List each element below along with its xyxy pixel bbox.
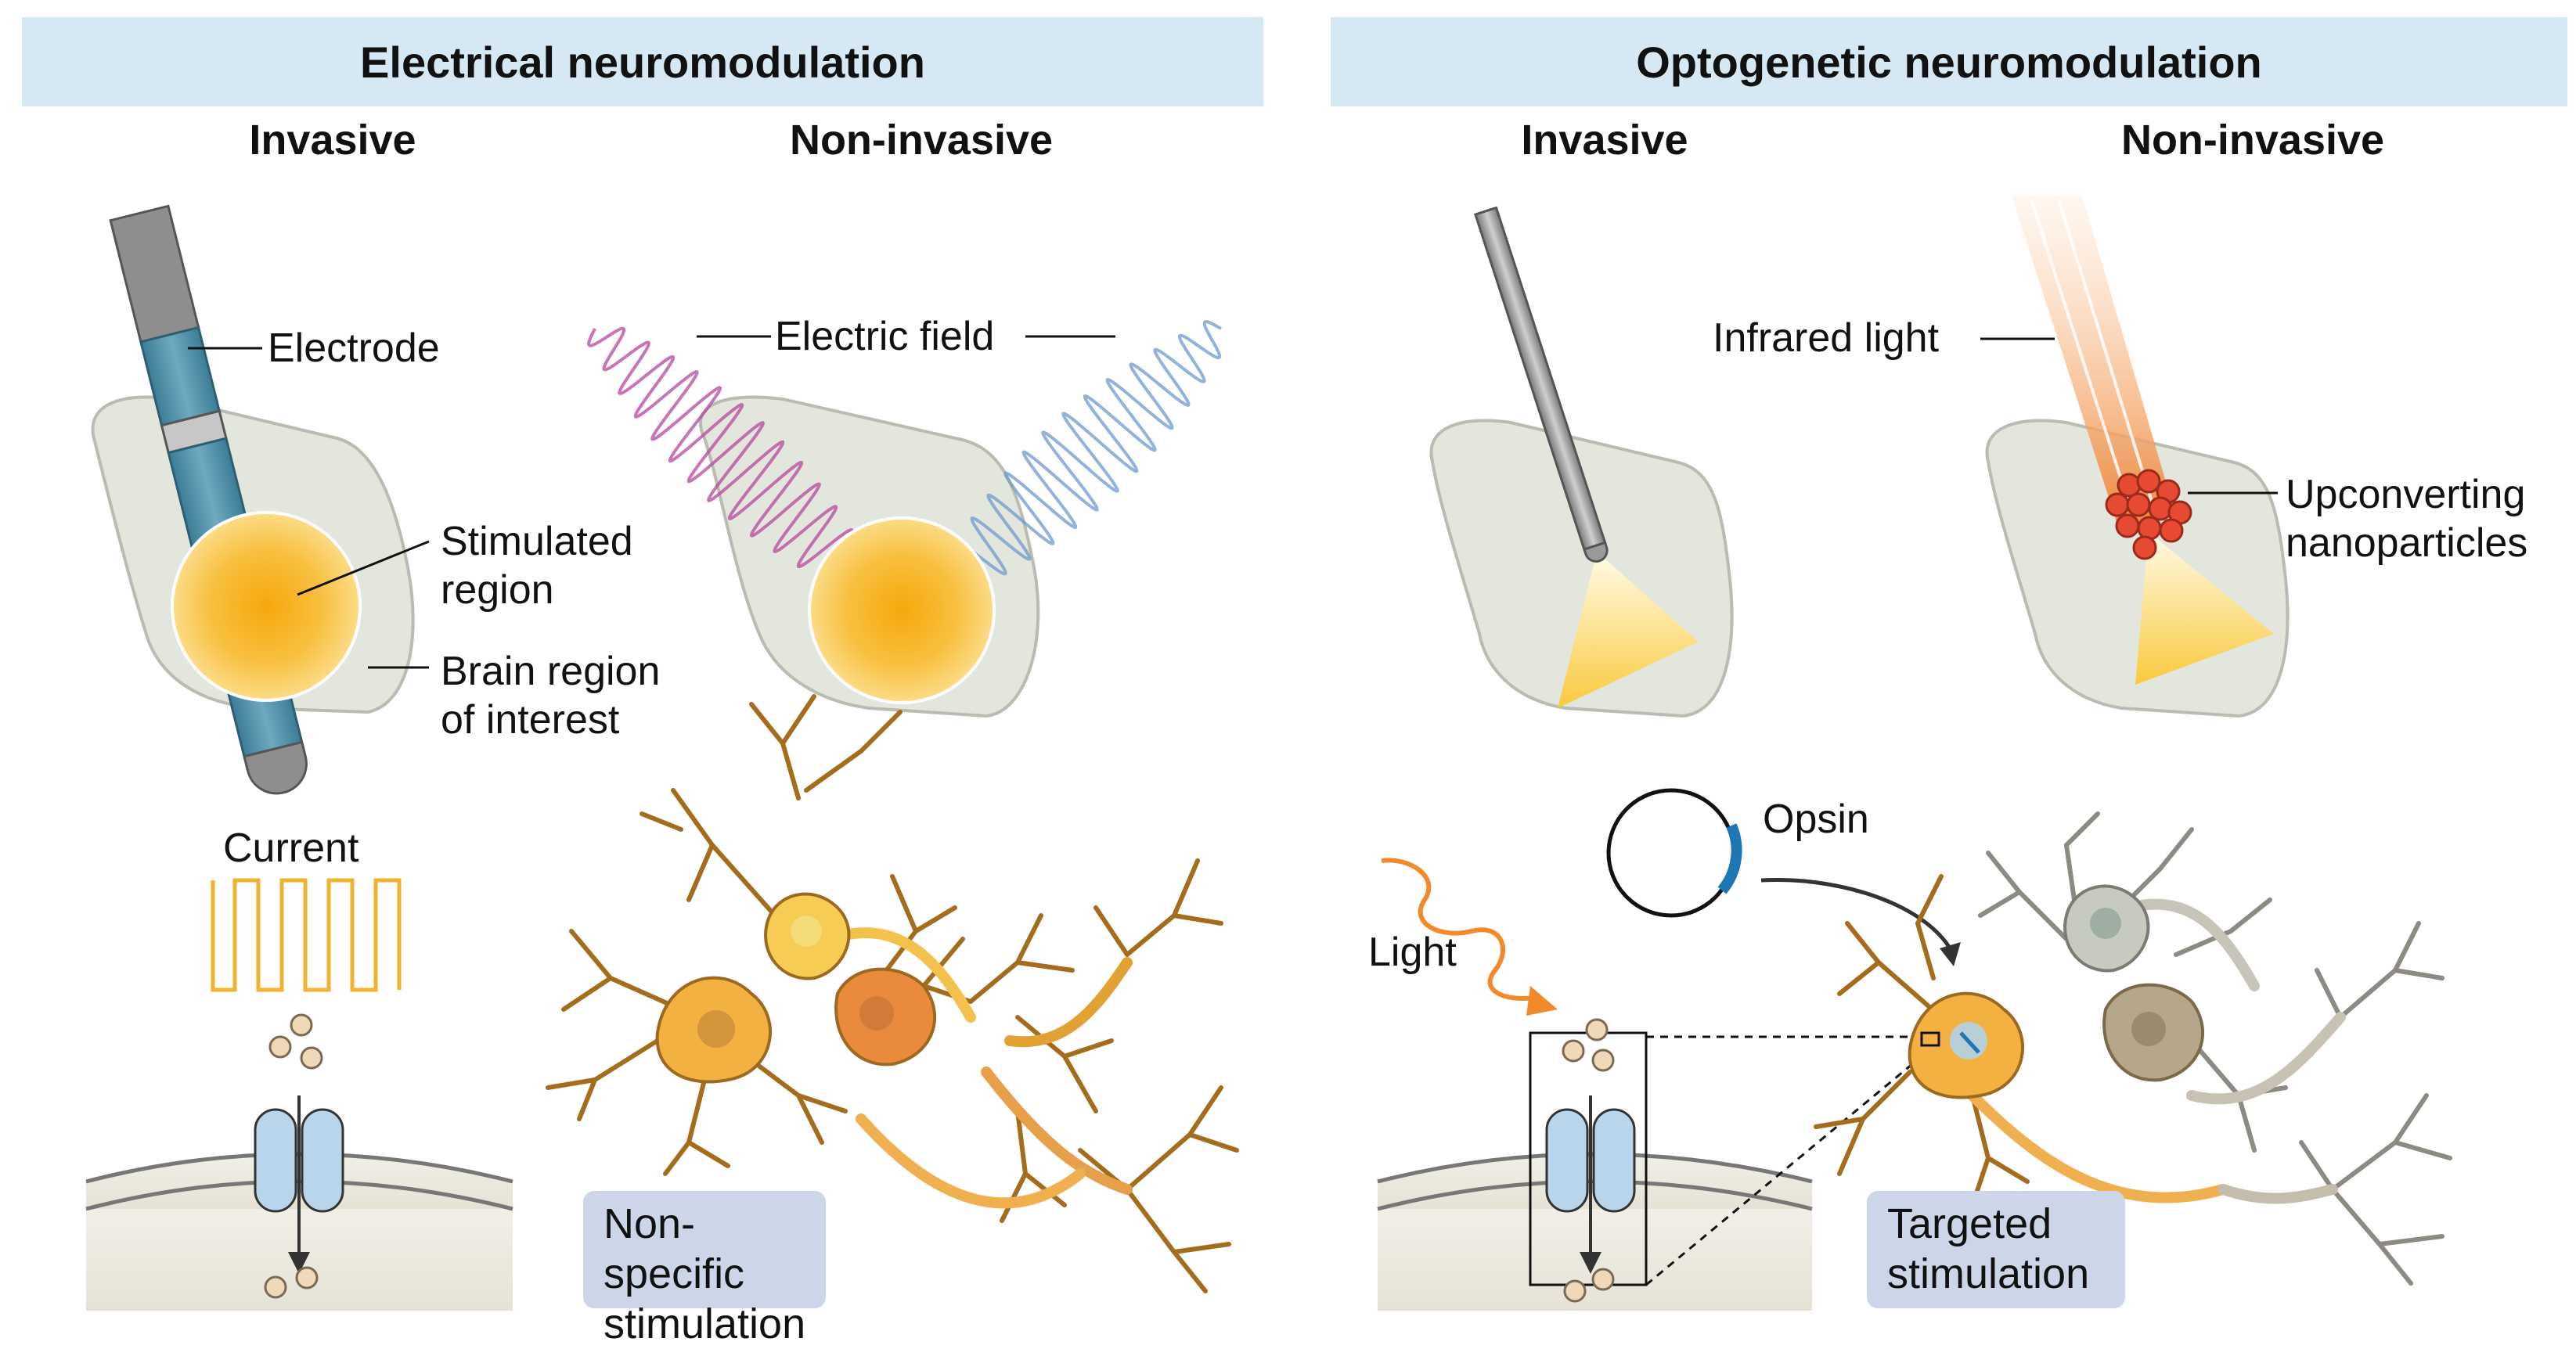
optogenetic-invasive-heading: Invasive: [1521, 117, 1688, 164]
nonspecific-line-1: Non-specific: [603, 1200, 745, 1297]
ucnp-label-1: Upconverting: [2286, 472, 2526, 517]
electric-field-right: [938, 319, 1223, 604]
optical-fiber: [1473, 206, 1609, 563]
ucnp-label-2: nanoparticles: [2286, 520, 2528, 566]
electrical-noninvasive-heading: Non-invasive: [789, 117, 1054, 164]
opsin-plasmid: [1606, 788, 1961, 966]
targeted-line-2: stimulation: [1887, 1250, 2090, 1297]
current-label: Current: [223, 826, 359, 871]
light-wave: [1381, 858, 1535, 1001]
optogenetic-banner: Optogenetic neuromodulation: [1331, 17, 2567, 106]
optogenetic-title: Optogenetic neuromodulation: [1636, 37, 2262, 87]
electrical-title: Electrical neuromodulation: [360, 37, 925, 87]
stimulated-region-label-1: Stimulated: [441, 519, 633, 564]
ions-left: [264, 1013, 323, 1299]
brain-region-label-1: Brain region: [441, 649, 661, 694]
opsin-label: Opsin: [1763, 797, 1869, 842]
stimulated-region-label-2: region: [441, 567, 554, 613]
current-waveform: [211, 878, 402, 992]
electric-field-left: [587, 326, 884, 597]
light-cone-noninvasive: [2135, 532, 2274, 685]
targeted-stimulation-box: Targeted stimulation: [1867, 1191, 2125, 1308]
targeted-line-1: Targeted: [1887, 1200, 2052, 1247]
neurons-nonspecific: [546, 694, 1239, 1293]
infrared-light-label: Infrared light: [1713, 315, 1940, 361]
electrical-banner: Electrical neuromodulation: [22, 17, 1263, 106]
nonspecific-line-2: stimulation: [603, 1300, 806, 1347]
brain-region-label-2: of interest: [441, 697, 620, 743]
neuron-somas-right: [1908, 884, 2205, 1099]
optogenetic-noninvasive-heading: Non-invasive: [2120, 117, 2385, 164]
stimulated-region-noninvasive: [808, 516, 996, 704]
ions-right: [1562, 1018, 1615, 1303]
light-label: Light: [1368, 930, 1457, 975]
nonspecific-stimulation-box: Non-specific stimulation: [583, 1191, 826, 1347]
neurons-targeted: [1814, 811, 2452, 1286]
electric-field-label: Electric field: [775, 314, 995, 359]
electrode-label: Electrode: [268, 326, 440, 371]
light-cone-invasive: [1558, 552, 1699, 708]
neuron-somas-left: [655, 892, 937, 1084]
ion-channel-right: [1545, 1095, 1636, 1274]
electrical-invasive-heading: Invasive: [249, 117, 416, 164]
zoom-target: [1920, 1031, 1940, 1047]
upconverting-nanoparticles: [2105, 469, 2192, 560]
ion-channel-left: [254, 1095, 344, 1274]
stimulated-region-invasive: [171, 511, 362, 702]
